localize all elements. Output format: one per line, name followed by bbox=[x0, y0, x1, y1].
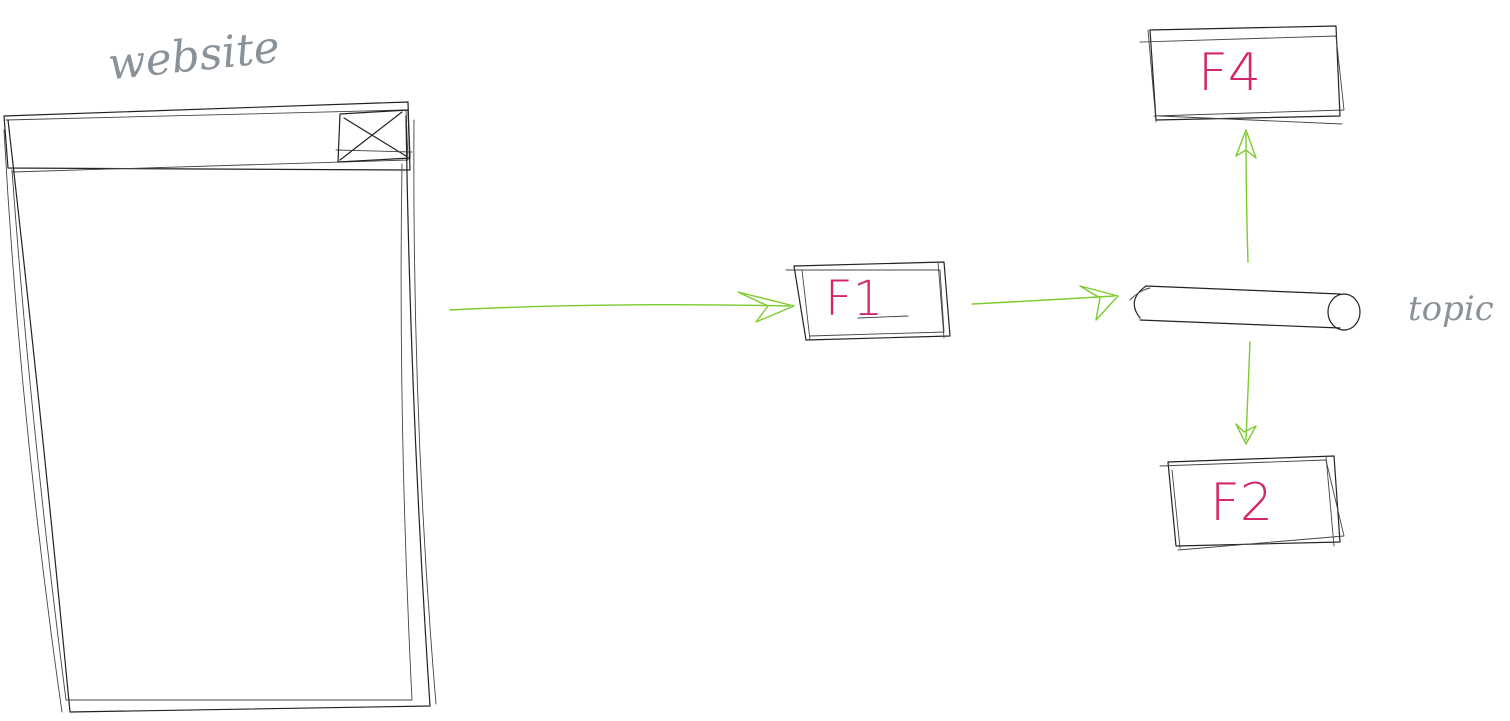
topic-cylinder[interactable] bbox=[1129, 285, 1361, 331]
f2-label: F2 bbox=[1210, 473, 1273, 533]
arrow-topic-to-f2 bbox=[1235, 341, 1257, 445]
f1-box[interactable]: F1 bbox=[785, 261, 951, 341]
f1-label: F1 bbox=[825, 271, 883, 327]
arrow-f1-to-topic bbox=[971, 285, 1119, 321]
arrow-topic-to-f4 bbox=[1235, 129, 1257, 263]
website-window bbox=[3, 101, 437, 713]
arrow-website-to-f1 bbox=[449, 291, 795, 323]
topic-annotation: topic bbox=[1408, 289, 1494, 329]
close-icon[interactable] bbox=[335, 109, 413, 163]
f2-box[interactable]: F2 bbox=[1159, 455, 1345, 551]
f4-box[interactable]: F4 bbox=[1139, 25, 1345, 125]
website-annotation: website bbox=[105, 22, 282, 91]
f4-label: F4 bbox=[1198, 43, 1261, 103]
